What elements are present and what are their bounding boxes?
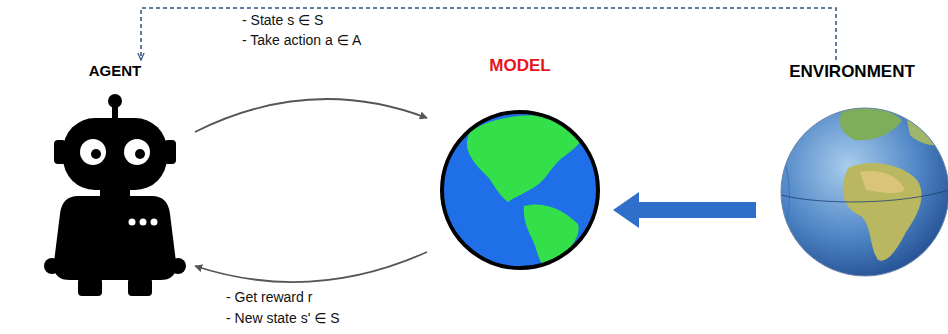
dashed-connector	[141, 8, 836, 60]
node-label: ENVIRONMENT	[758, 62, 946, 82]
block-arrow	[613, 192, 756, 228]
robot-icon	[44, 94, 186, 296]
agent-node: AGENT	[41, 62, 189, 302]
transition-label: - Get reward r	[224, 289, 314, 305]
transition-label: - New state s' ∈ S	[224, 310, 342, 326]
node-label: MODEL	[431, 56, 609, 76]
node-label: AGENT	[41, 62, 189, 79]
model-globe	[442, 109, 598, 269]
curved-arrow	[195, 252, 427, 282]
transition-label: - Take action a ∈ A	[240, 32, 363, 48]
model-node: MODEL	[431, 56, 609, 274]
curved-arrow	[195, 99, 427, 132]
transition-label: - State s ∈ S	[240, 12, 325, 28]
environment-globe	[780, 106, 948, 276]
environment-node: ENVIRONMENT	[758, 62, 946, 278]
